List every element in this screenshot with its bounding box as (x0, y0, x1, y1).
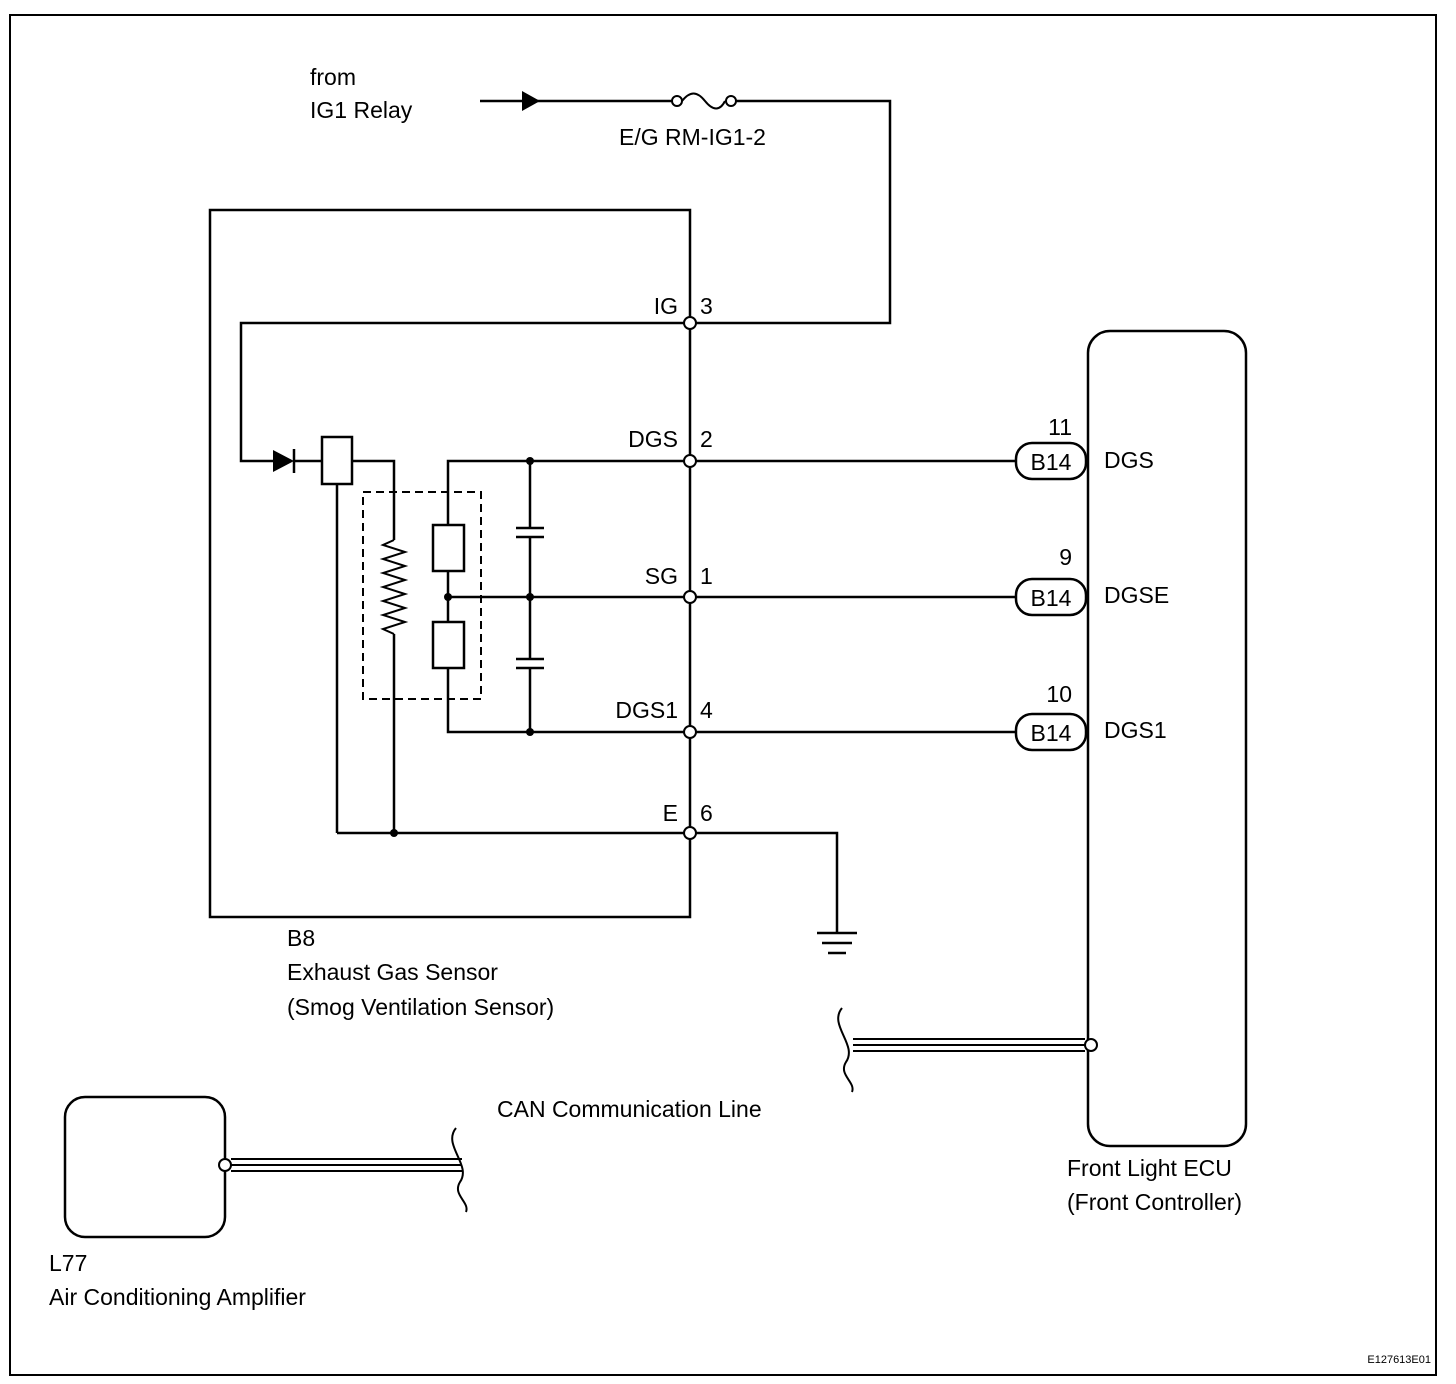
ecu-signal-3: DGS1 (1104, 717, 1167, 743)
ecu-connector-3 (1014, 712, 1088, 752)
terminal-sg-pin: 1 (700, 563, 713, 589)
ecu-alt-name: (Front Controller) (1067, 1189, 1242, 1215)
ecu-connector-1 (1014, 441, 1088, 481)
heater-relay-box (320, 435, 354, 486)
ecu-signal-1: DGS (1104, 447, 1154, 473)
source-label-line2: IG1 Relay (310, 97, 413, 123)
ecu-connector-1-id: B14 (1031, 449, 1072, 475)
ground-icon (696, 831, 857, 955)
amplifier-id: L77 (49, 1250, 87, 1276)
diode-icon (273, 450, 294, 472)
figure-code: E127613E01 (1367, 1354, 1431, 1366)
terminal-dgs-pin: 2 (700, 426, 713, 452)
ecu-connector-2-pin: 9 (1059, 544, 1072, 570)
air-conditioning-amplifier: L77 Air Conditioning Amplifier (49, 1095, 468, 1310)
terminal-e-pin: 6 (700, 800, 713, 826)
ecu-connector-3-pin: 10 (1046, 681, 1072, 707)
power-source: from IG1 Relay (310, 64, 672, 123)
fuse-symbol: E/G RM-IG1-2 (619, 92, 766, 150)
ecu-connector-3-id: B14 (1031, 720, 1072, 746)
ecu-connector-2-id: B14 (1031, 585, 1072, 611)
ecu-name: Front Light ECU (1067, 1155, 1232, 1181)
sensor-resistor-lower (431, 620, 466, 670)
terminal-sg-name: SG (645, 563, 678, 589)
terminal-dgs (683, 454, 697, 468)
terminal-ig-name: IG (654, 293, 678, 319)
terminal-dgs1 (683, 725, 697, 739)
terminal-sg (683, 590, 697, 604)
terminal-dgs-name: DGS (628, 426, 678, 452)
terminal-e (683, 826, 697, 840)
source-label-line1: from (310, 64, 356, 90)
sensor-name: Exhaust Gas Sensor (287, 959, 498, 985)
diagram-frame (9, 14, 1437, 1376)
sensing-element-outline (362, 491, 482, 700)
terminal-e-name: E (663, 800, 678, 826)
ecu-signal-2: DGSE (1104, 582, 1169, 608)
ecu-connector-2 (1014, 577, 1088, 617)
sensor-alt-name: (Smog Ventilation Sensor) (287, 994, 554, 1020)
terminal-ig-pin: 3 (700, 293, 713, 319)
exhaust-gas-sensor: IG 3 DGS 2 SG 1 DGS1 4 E 6 (208, 208, 713, 1020)
ig-feed-wire (690, 99, 892, 325)
terminal-dgs1-name: DGS1 (615, 697, 678, 723)
sensor-id: B8 (287, 925, 315, 951)
ecu-connector-1-pin: 11 (1048, 414, 1072, 440)
arrow-right-icon (522, 91, 540, 111)
terminal-dgs1-pin: 4 (700, 697, 713, 723)
front-light-ecu: B14 11 DGS B14 9 DGSE B14 10 DGS1 Front … (1014, 329, 1248, 1215)
can-line-ecu (837, 1007, 1098, 1093)
fuse-label: E/G RM-IG1-2 (619, 124, 766, 150)
amplifier-name: Air Conditioning Amplifier (49, 1284, 306, 1310)
sensor-resistor-upper (431, 523, 466, 573)
can-line-label: CAN Communication Line (497, 1096, 762, 1122)
terminal-ig (683, 316, 697, 330)
